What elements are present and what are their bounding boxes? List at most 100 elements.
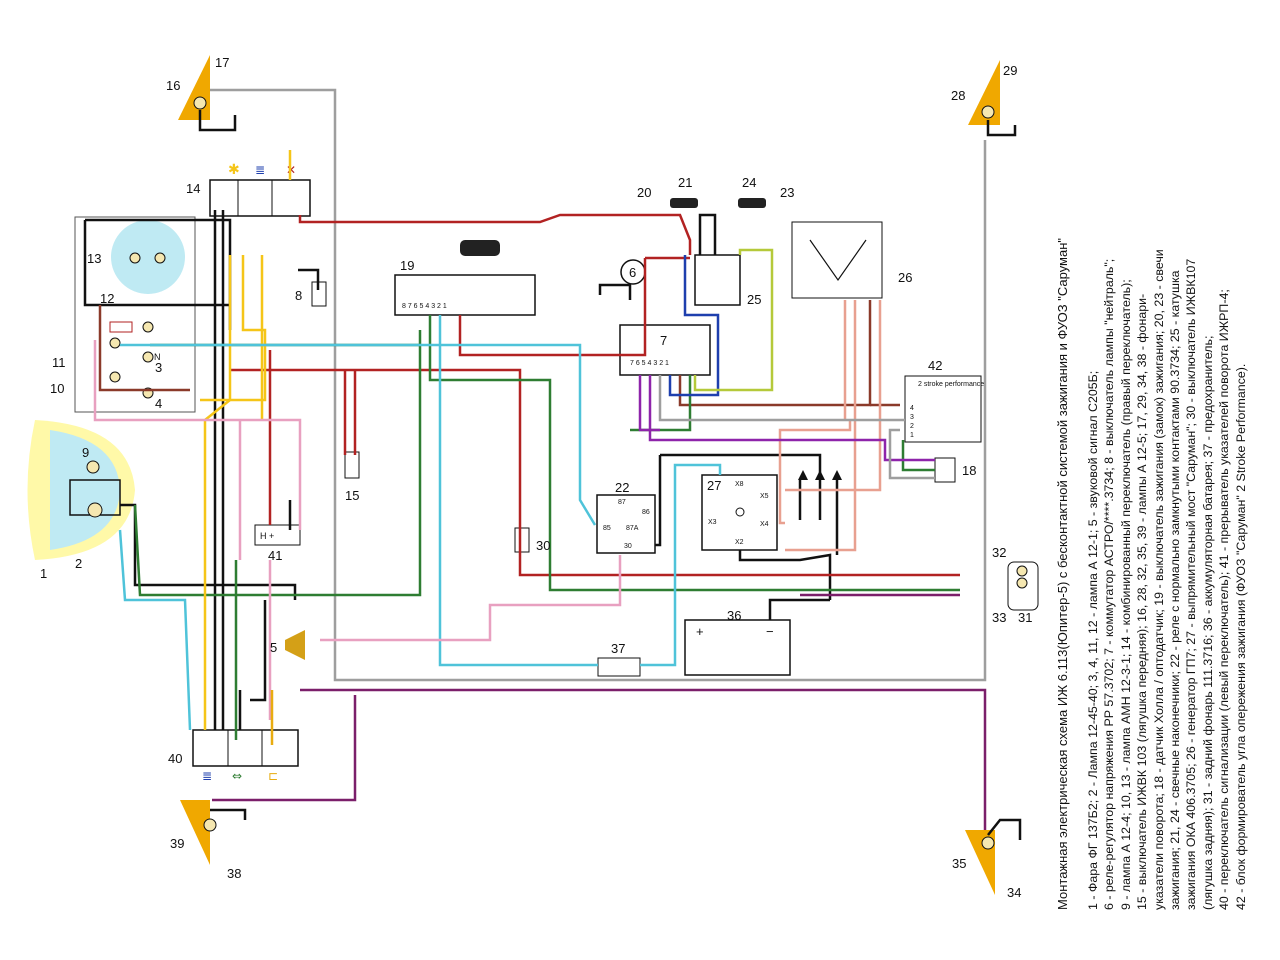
legend-line: 40 - переключатель сигнализации (левый п…	[1217, 289, 1232, 910]
label-41: 41	[268, 548, 282, 563]
label-23: 23	[780, 185, 794, 200]
label-4: 4	[155, 396, 162, 411]
svg-text:⊏: ⊏	[268, 769, 278, 783]
label-10: 10	[50, 381, 64, 396]
turn-signal-38	[180, 800, 217, 865]
label-1: 1	[40, 566, 47, 581]
bridge-x4: X4	[760, 521, 769, 528]
label-19: 19	[400, 258, 414, 273]
svg-text:✱: ✱	[228, 162, 240, 178]
legend-line: (лягушка задняя); 31 - задний фонарь 111…	[1200, 335, 1215, 910]
fuoz-pin-4: 4	[910, 405, 914, 412]
fuoz-pin-3: 3	[910, 414, 914, 421]
label-11: 11	[52, 355, 66, 370]
label-34: 34	[1007, 885, 1021, 900]
legend-line: зажигания; 21, 24 - свечные наконечники;…	[1168, 270, 1183, 910]
legend-line: 15 - выключатель ИЖВК 103 (лягушка перед…	[1135, 293, 1150, 910]
fuse-37	[597, 657, 641, 677]
fuoz-pin-1: 1	[910, 432, 914, 439]
ignition-pin-labels: 8 7 6 5 4 3 2 1	[402, 303, 447, 310]
legend-line: 6 - реле-регулятор напряжения РР 57.3702…	[1102, 258, 1117, 910]
legend-line: 1 - Фара ФГ 137Б2; 2 - Лампа 12-45-40; 3…	[1086, 370, 1100, 910]
relay-30: 30	[624, 543, 632, 550]
label-2: 2	[75, 556, 82, 571]
label-27: 27	[707, 478, 721, 493]
legend-panel: Монтажная электрическая схема ИЖ 6.113(Ю…	[1050, 20, 1280, 920]
instrument-panel: N	[74, 216, 196, 413]
label-5: 5	[270, 640, 277, 655]
legend-line: указатели поворота; 18 - датчик Холла / …	[1151, 249, 1166, 910]
relay-87: 87	[618, 499, 626, 506]
bridge-x3: X3	[708, 519, 717, 526]
turn-signal-34	[965, 830, 995, 895]
relay-85: 85	[603, 525, 611, 532]
legend-line: зажигания ОКА 406.3705; 26 - генератор Г…	[1184, 258, 1199, 910]
label-17: 17	[215, 55, 229, 70]
label-32: 32	[992, 545, 1006, 560]
legend-rotated: Монтажная электрическая схема ИЖ 6.113(Ю…	[1050, 20, 1280, 920]
svg-text:≣: ≣	[255, 163, 265, 177]
fuoz-text: 2 stroke performance	[918, 381, 984, 388]
front-brake-switch-15	[344, 451, 360, 479]
battery-36: + −	[684, 619, 791, 676]
legend-line: 42 - блок формирователь угла опережения …	[1233, 363, 1248, 910]
horn-5	[285, 630, 305, 660]
label-38: 38	[227, 866, 241, 881]
diagram-title: Монтажная электрическая схема ИЖ 6.113(Ю…	[1055, 237, 1070, 910]
bridge-x5: X5	[760, 493, 769, 500]
generator-26	[791, 221, 883, 299]
label-24: 24	[742, 175, 756, 190]
label-28: 28	[951, 88, 965, 103]
label-8: 8	[295, 288, 302, 303]
relay-22: 87 86 85 87A 30	[596, 494, 656, 554]
label-18: 18	[962, 463, 976, 478]
label-36: 36	[727, 608, 741, 623]
ignition-coil-25	[670, 198, 766, 306]
bridge-x2: X2	[735, 539, 744, 546]
right-switch-14: ✱ ≣ ✕	[209, 162, 311, 217]
label-20: 20	[637, 185, 651, 200]
label-16: 16	[166, 78, 180, 93]
turn-signal-17	[178, 55, 210, 120]
wires	[83, 110, 1022, 840]
hall-sensor-18	[934, 457, 956, 483]
label-9: 9	[82, 445, 89, 460]
label-22: 22	[615, 480, 629, 495]
commutator-pin-labels: 7 6 5 4 3 2 1	[630, 360, 669, 367]
bridge-x8: X8	[735, 481, 744, 488]
label-37: 37	[611, 641, 625, 656]
label-30: 30	[536, 538, 550, 553]
legend-line: 9 - лампа А 12-4; 10, 13 - лампа АМН 12-…	[1118, 279, 1133, 910]
battery-minus: −	[766, 624, 774, 639]
fuoz-42: 2 stroke performance 4 3 2 1	[904, 375, 984, 443]
label-31: 31	[1018, 610, 1032, 625]
rear-light-31	[1007, 561, 1039, 611]
headlight	[27, 420, 135, 560]
commutator-7: 7 6 5 4 3 2 1	[619, 324, 711, 376]
ignition-switch-19: 8 7 6 5 4 3 2 1	[394, 240, 536, 316]
relay-87a: 87A	[626, 525, 639, 532]
blinker-label: Н +	[260, 531, 274, 541]
label-35: 35	[952, 856, 966, 871]
label-6: 6	[629, 265, 636, 280]
label-15: 15	[345, 488, 359, 503]
lamp-n-label: N	[154, 352, 161, 362]
rear-brake-switch-30	[514, 527, 530, 553]
frame-wire	[195, 88, 987, 682]
label-39: 39	[170, 836, 184, 851]
label-3: 3	[155, 360, 162, 375]
wiring-diagram: N ✱ ≣ ✕ 8 7 6 5 4 3 2 1 7 6 5 4 3	[27, 55, 1039, 900]
svg-text:⇔: ⇔	[232, 769, 242, 783]
label-40: 40	[168, 751, 182, 766]
label-33: 33	[992, 610, 1006, 625]
battery-plus: +	[696, 624, 704, 639]
turn-signal-29	[968, 60, 1000, 125]
svg-text:≣: ≣	[202, 769, 212, 783]
label-42: 42	[928, 358, 942, 373]
left-switch-40: ≣ ⇔ ⊏	[192, 729, 299, 783]
number-labels: 1 2 3 4 5 6 7 8 9 10 11 12 13 14 15 16 1…	[40, 55, 1032, 900]
bridge-27: X8 X5 X3 X4 X2	[701, 474, 778, 551]
label-29: 29	[1003, 63, 1017, 78]
fuoz-pin-2: 2	[910, 423, 914, 430]
label-13: 13	[87, 251, 101, 266]
